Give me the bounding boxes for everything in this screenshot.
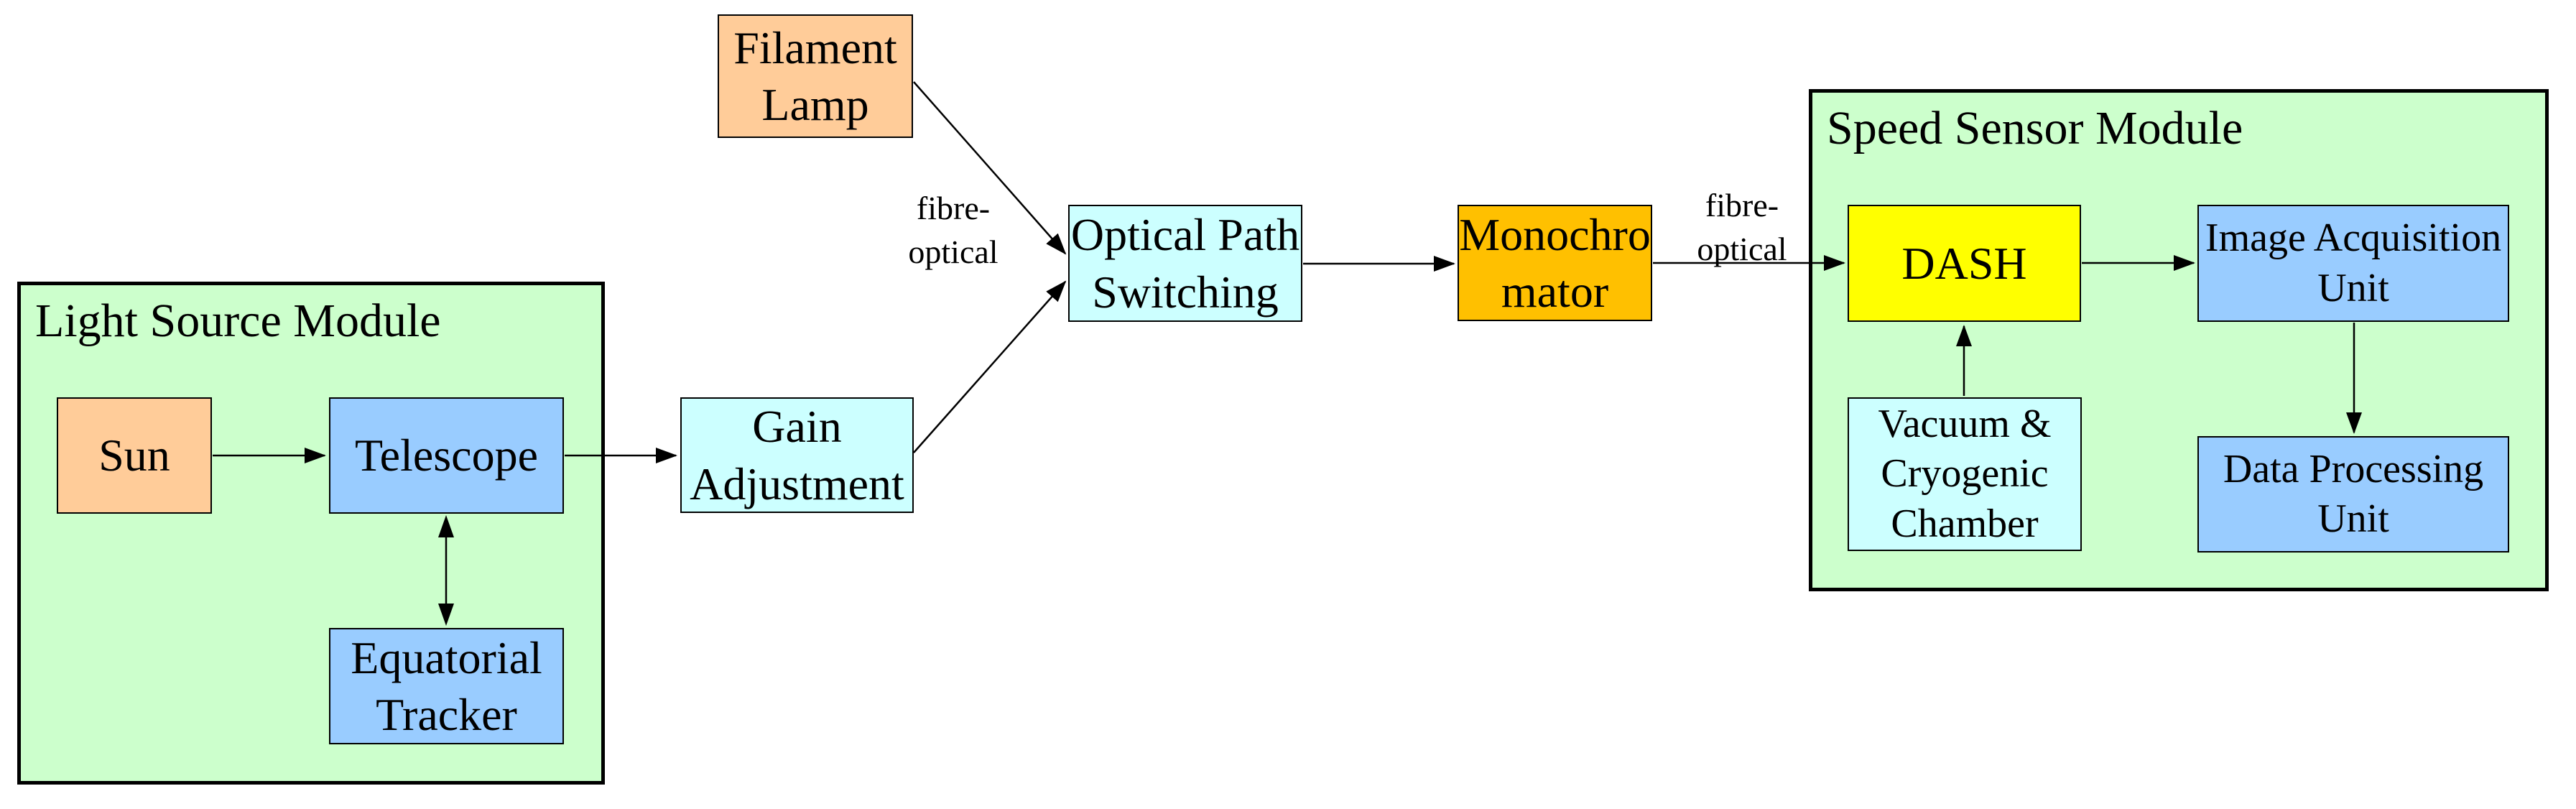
node-sun: Sun	[57, 397, 212, 514]
node-label: Vacuum &	[1878, 401, 2052, 446]
node-equatorial-tracker: Equatorial Tracker	[329, 628, 564, 744]
node-vacuum-cryogenic-chamber: Vacuum & Cryogenic Chamber	[1848, 397, 2082, 551]
edge-label-line: fibre-	[1705, 187, 1779, 223]
node-label: Image Acquisition	[2205, 216, 2502, 261]
edge-label-fibre-optical-right: fibre- optical	[1697, 184, 1787, 271]
node-label: DASH	[1901, 237, 2027, 289]
module-light-source: Light Source Module	[17, 282, 605, 785]
arrow-gain-to-optical-switching	[913, 280, 1067, 453]
node-label: Unit	[2317, 265, 2389, 310]
node-label: mator	[1501, 266, 1609, 317]
node-label: Adjustment	[690, 458, 904, 509]
edge-label-line: fibre-	[916, 190, 991, 226]
node-telescope: Telescope	[329, 397, 564, 514]
node-label: Monochro	[1459, 208, 1651, 260]
node-label: Chamber	[1891, 501, 2039, 546]
node-label: Filament	[733, 22, 897, 73]
edge-label-fibre-optical-left: fibre- optical	[908, 187, 998, 274]
node-label: Optical Path	[1070, 209, 1300, 261]
node-optical-path-switching: Optical Path Switching	[1068, 205, 1302, 322]
node-gain-adjustment: Gain Adjustment	[680, 397, 914, 513]
node-label: Cryogenic	[1881, 451, 2049, 496]
node-dash: DASH	[1848, 205, 2081, 322]
node-label: Unit	[2317, 496, 2389, 541]
node-data-processing-unit: Data Processing Unit	[2197, 436, 2509, 553]
node-label: Gain	[752, 401, 842, 453]
edge-label-line: optical	[908, 233, 999, 270]
edge-label-line: optical	[1697, 230, 1787, 267]
module-title-light-source: Light Source Module	[35, 295, 441, 347]
node-monochromator: Monochro mator	[1458, 205, 1652, 321]
node-label: Telescope	[355, 430, 538, 481]
node-label: Lamp	[761, 79, 869, 130]
node-image-acquisition-unit: Image Acquisition Unit	[2197, 205, 2509, 322]
node-label: Equatorial	[351, 632, 542, 683]
node-label: Tracker	[376, 689, 517, 740]
node-label: Switching	[1092, 266, 1279, 318]
node-label: Sun	[98, 430, 170, 481]
node-filament-lamp: Filament Lamp	[718, 14, 913, 138]
node-label: Data Processing	[2223, 446, 2484, 491]
module-title-speed-sensor: Speed Sensor Module	[1827, 102, 2243, 154]
